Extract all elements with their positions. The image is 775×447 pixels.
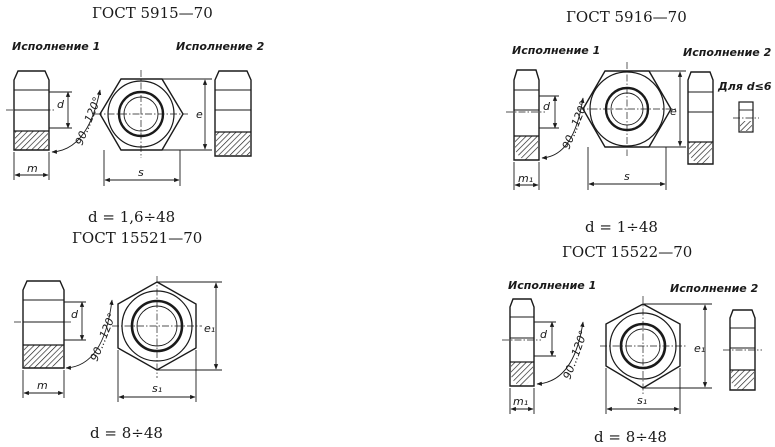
thread-range: d = 8÷48 xyxy=(90,424,163,442)
dim-height-label: m xyxy=(27,162,38,175)
dim-across-corners-label: e₁ xyxy=(694,342,705,355)
panel-gost-5915: ГОСТ 5915—70 Исполнение 1 Исполнение 2 m… xyxy=(6,4,265,226)
variant-1-label: Исполнение 1 xyxy=(512,44,600,57)
dim-across-corners-label: e xyxy=(670,105,677,118)
dim-angle-label: 90...120° xyxy=(560,99,591,151)
nut-side-view-small xyxy=(733,101,759,133)
dim-thread-label: d xyxy=(71,308,79,321)
standard-title: ГОСТ 5915—70 xyxy=(92,4,213,22)
nut-side-view-variant-1 xyxy=(506,69,545,161)
panel-gost-5916: ГОСТ 5916—70 Исполнение 1 Исполнение 2 Д… xyxy=(506,8,772,236)
note-small-diameter: Для d≤6 xyxy=(717,80,772,93)
nut-front-view xyxy=(95,70,188,158)
nut-side-view-variant-2 xyxy=(687,71,714,165)
dim-angle-label: 90...120° xyxy=(88,311,119,363)
dim-angle-label: 90...120° xyxy=(73,95,104,147)
thread-range: d = 1÷48 xyxy=(585,218,658,236)
dim-across-flats-label: s₁ xyxy=(637,394,647,407)
variant-1-label: Исполнение 1 xyxy=(12,40,100,53)
dim-across-flats-label: s₁ xyxy=(152,382,162,395)
thread-range: d = 1,6÷48 xyxy=(88,208,175,226)
panel-gost-15521: ГОСТ 15521—70 m d 90...120° xyxy=(14,229,222,442)
nut-side-view-variant-1 xyxy=(6,70,56,151)
dim-across-corners-label: e₁ xyxy=(204,322,215,335)
dim-angle-label: 90...120° xyxy=(561,329,591,381)
variant-2-label: Исполнение 2 xyxy=(683,46,772,59)
variant-2-label: Исполнение 2 xyxy=(176,40,265,53)
panel-gost-15522: ГОСТ 15522—70 Исполнение 1 Исполнение 2 … xyxy=(502,243,762,446)
dim-across-corners-label: e xyxy=(196,108,203,121)
dim-across-flats-label: s xyxy=(624,170,630,183)
nut-front-view xyxy=(112,276,202,378)
nut-side-view xyxy=(14,280,72,369)
standard-title: ГОСТ 15521—70 xyxy=(72,229,202,247)
dim-thread-label: d xyxy=(540,328,548,341)
standard-title: ГОСТ 15522—70 xyxy=(562,243,692,261)
nut-front-view xyxy=(600,296,686,396)
dim-across-flats-label: s xyxy=(138,166,144,179)
nut-side-view-variant-1 xyxy=(502,298,541,387)
dim-thread-label: d xyxy=(543,100,551,113)
dim-height-label: m₁ xyxy=(513,395,528,408)
nut-front-view xyxy=(578,62,676,156)
dim-height-label: m₁ xyxy=(518,172,533,185)
standard-title: ГОСТ 5916—70 xyxy=(566,8,687,26)
nut-side-view-variant-2 xyxy=(723,309,762,391)
nut-side-view-variant-2 xyxy=(214,70,252,157)
thread-range: d = 8÷48 xyxy=(594,428,667,446)
dim-thread-label: d xyxy=(57,98,65,111)
variant-1-label: Исполнение 1 xyxy=(508,279,596,292)
dim-height-label: m xyxy=(37,379,48,392)
variant-2-label: Исполнение 2 xyxy=(670,282,759,295)
